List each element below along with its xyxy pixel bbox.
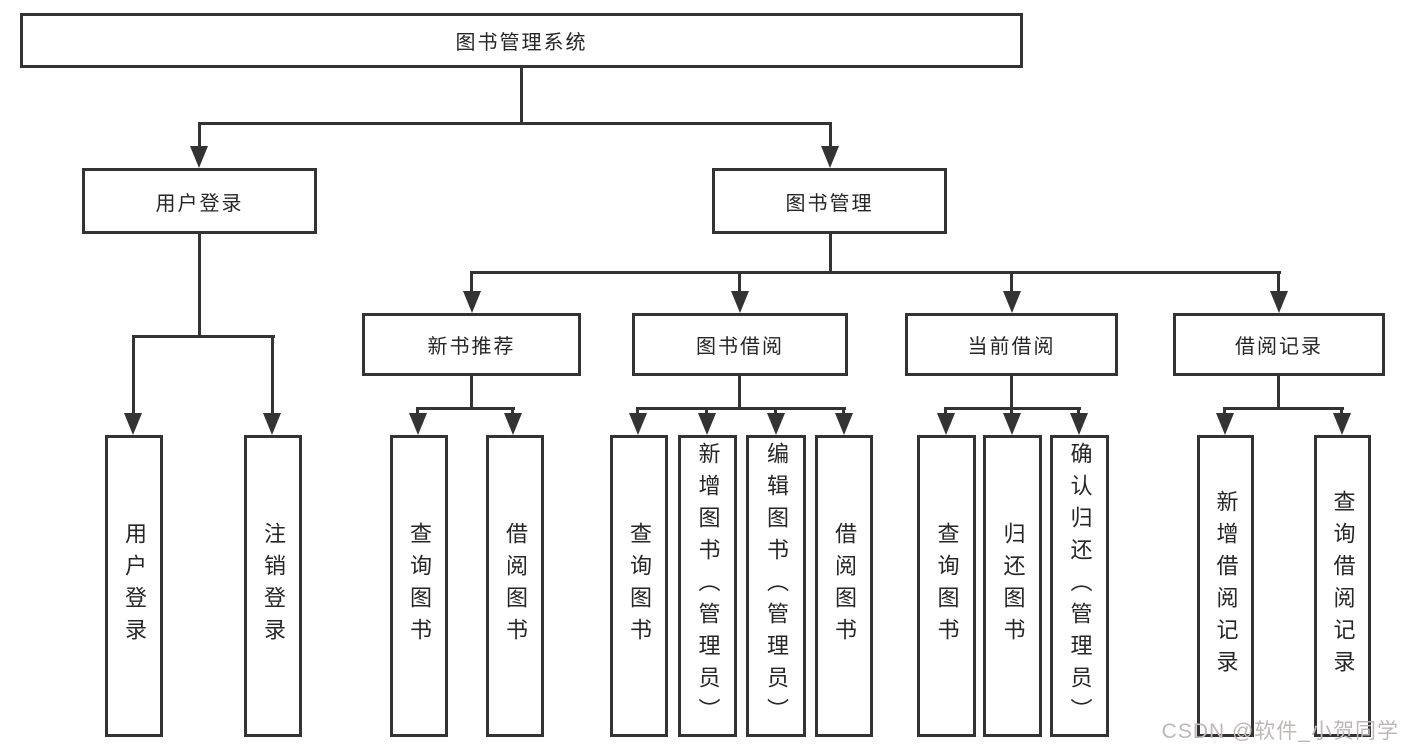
leaf-edit-book-admin: 编辑图书（管理员） [746, 435, 806, 737]
leaf-add-book-admin: 新增图书（管理员） [678, 435, 737, 737]
node-current-borrowing-label: 当前借阅 [967, 336, 1056, 358]
leaf-borrow-books-borrowing: 借阅图书 [815, 435, 873, 737]
connector-vline [944, 407, 947, 417]
connector-hline [132, 335, 275, 338]
arrowhead-down-icon [409, 413, 427, 435]
leaf-borrow-books-recommend-label: 借阅图书 [503, 522, 528, 650]
arrowhead-down-icon [1003, 291, 1021, 313]
connector-vline [1010, 376, 1013, 409]
leaf-confirm-return-admin-label: 确认归还（管理员） [1067, 442, 1093, 730]
connector-vline [705, 407, 708, 417]
node-book-borrowing: 图书借阅 [632, 313, 848, 376]
arrowhead-down-icon [124, 413, 142, 435]
connector-hline [470, 271, 1281, 274]
node-borrow-records: 借阅记录 [1173, 313, 1385, 376]
leaf-borrow-books-recommend: 借阅图书 [486, 435, 544, 737]
arrowhead-down-icon [629, 413, 647, 435]
connector-vline [1010, 407, 1013, 417]
arrowhead-down-icon [1333, 413, 1351, 435]
connector-vline [511, 407, 514, 417]
arrowhead-down-icon [263, 413, 281, 435]
connector-vline [520, 68, 523, 125]
connector-vline [774, 407, 777, 417]
connector-vline [738, 376, 741, 409]
leaf-query-books-recommend-label: 查询图书 [407, 522, 432, 650]
node-user-login: 用户登录 [82, 168, 317, 234]
connector-vline [829, 122, 832, 152]
node-book-management-label: 图书管理 [785, 192, 874, 215]
arrowhead-down-icon [937, 413, 955, 435]
leaf-add-borrow-record-label: 新增借阅记录 [1213, 490, 1239, 682]
leaf-query-books-current-label: 查询图书 [934, 522, 960, 650]
arrowhead-down-icon [767, 413, 785, 435]
leaf-add-borrow-record: 新增借阅记录 [1197, 435, 1254, 737]
connector-vline [1077, 407, 1080, 417]
connector-vline [1277, 376, 1280, 409]
arrowhead-down-icon [190, 146, 208, 168]
connector-vline [1223, 407, 1226, 417]
connector-vline [132, 335, 135, 417]
connector-hline [198, 122, 832, 125]
leaf-user-login: 用户登录 [105, 435, 163, 737]
arrowhead-down-icon [731, 291, 749, 313]
leaf-query-books-current: 查询图书 [917, 435, 976, 737]
node-current-borrowing: 当前借阅 [905, 313, 1118, 376]
connector-hline [636, 407, 846, 410]
arrowhead-down-icon [1270, 291, 1288, 313]
leaf-logout: 注销登录 [244, 435, 302, 737]
node-book-borrowing-label: 图书借阅 [696, 336, 784, 358]
csdn-watermark: CSDN @软件_小贺同学 [1161, 720, 1399, 743]
connector-vline [470, 376, 473, 409]
leaf-user-login-label: 用户登录 [122, 522, 147, 650]
node-book-management: 图书管理 [712, 168, 947, 234]
connector-hline [416, 407, 515, 410]
connector-vline [1340, 407, 1343, 417]
arrowhead-down-icon [463, 291, 481, 313]
connector-vline [829, 232, 832, 273]
arrowhead-down-icon [1216, 413, 1234, 435]
leaf-query-books-recommend: 查询图书 [390, 435, 448, 737]
connector-vline [470, 271, 473, 295]
node-user-login-label: 用户登录 [155, 192, 244, 215]
leaf-edit-book-admin-label: 编辑图书（管理员） [764, 442, 789, 730]
leaf-logout-label: 注销登录 [261, 522, 286, 650]
node-root: 图书管理系统 [20, 13, 1023, 68]
leaf-return-book: 归还图书 [983, 435, 1042, 737]
connector-vline [1010, 271, 1013, 295]
leaf-query-books-borrowing: 查询图书 [610, 435, 668, 737]
leaf-query-books-borrowing-label: 查询图书 [627, 522, 652, 650]
node-new-book-recommend: 新书推荐 [362, 313, 581, 376]
connector-hline [1223, 407, 1344, 410]
connector-vline [738, 271, 741, 295]
connector-vline [271, 335, 274, 417]
connector-vline [198, 234, 201, 337]
leaf-query-borrow-record: 查询借阅记录 [1314, 435, 1371, 737]
leaf-query-borrow-record-label: 查询借阅记录 [1330, 490, 1356, 682]
node-borrow-records-label: 借阅记录 [1235, 336, 1323, 358]
leaf-return-book-label: 归还图书 [1000, 522, 1026, 650]
arrowhead-down-icon [821, 146, 839, 168]
node-new-book-recommend-label: 新书推荐 [427, 336, 516, 358]
connector-vline [416, 407, 419, 417]
arrowhead-down-icon [1003, 413, 1021, 435]
node-root-label: 图书管理系统 [455, 32, 588, 54]
arrowhead-down-icon [504, 413, 522, 435]
arrowhead-down-icon [698, 413, 716, 435]
leaf-add-book-admin-label: 新增图书（管理员） [695, 442, 721, 730]
leaf-confirm-return-admin: 确认归还（管理员） [1050, 435, 1109, 737]
connector-vline [198, 122, 201, 152]
arrowhead-down-icon [835, 413, 853, 435]
leaf-borrow-books-borrowing-label: 借阅图书 [832, 522, 857, 650]
arrowhead-down-icon [1070, 413, 1088, 435]
connector-vline [842, 407, 845, 417]
connector-vline [1277, 271, 1280, 295]
connector-vline [636, 407, 639, 417]
